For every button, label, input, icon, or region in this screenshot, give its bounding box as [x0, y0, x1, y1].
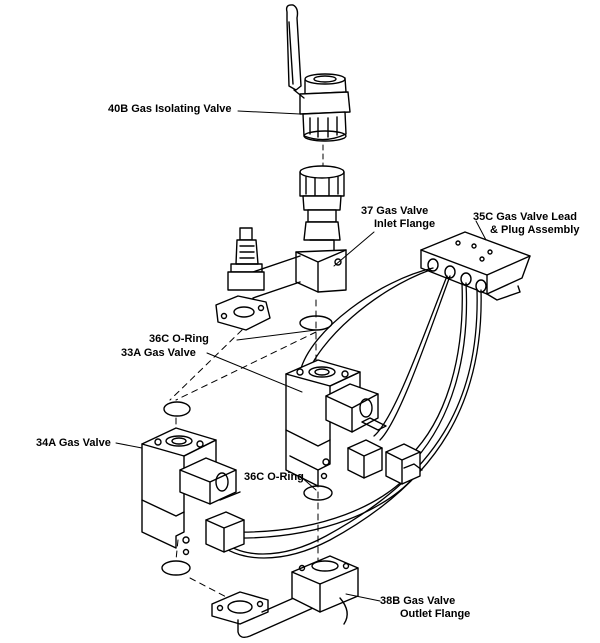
gas-valve-lead-plug-assembly: [420, 231, 531, 301]
gas-valve-outlet-flange: [211, 555, 359, 639]
label-o-ring-upper: 36C O-Ring: [149, 333, 209, 345]
label-inlet-flange-line2: Inlet Flange: [374, 218, 436, 230]
label-outlet-flange-line1: 38B Gas Valve: [380, 595, 456, 607]
label-inlet-flange-line1: 37 Gas Valve: [361, 205, 429, 217]
o-ring-left: [163, 401, 191, 417]
alignment-lines: [169, 299, 319, 601]
gas-valve-inlet-flange: [215, 165, 347, 331]
gas-valve-34a: [141, 427, 245, 556]
label-gas-isolating-valve: 40B Gas Isolating Valve: [108, 103, 232, 115]
label-o-ring-lower: 36C O-Ring: [244, 471, 304, 483]
gas-valve-33a: [285, 359, 423, 487]
gas-isolating-valve: [285, 4, 351, 142]
label-gas-valve-33a: 33A Gas Valve: [121, 347, 196, 359]
label-gas-valve-34a: 34A Gas Valve: [36, 437, 111, 449]
leader-lines: [115, 110, 487, 602]
label-outlet-flange-line2: Outlet Flange: [400, 608, 471, 620]
label-lead-plug-line1: 35C Gas Valve Lead: [473, 211, 577, 223]
label-lead-plug-line2: & Plug Assembly: [490, 224, 580, 236]
o-ring-bottom: [161, 560, 191, 576]
